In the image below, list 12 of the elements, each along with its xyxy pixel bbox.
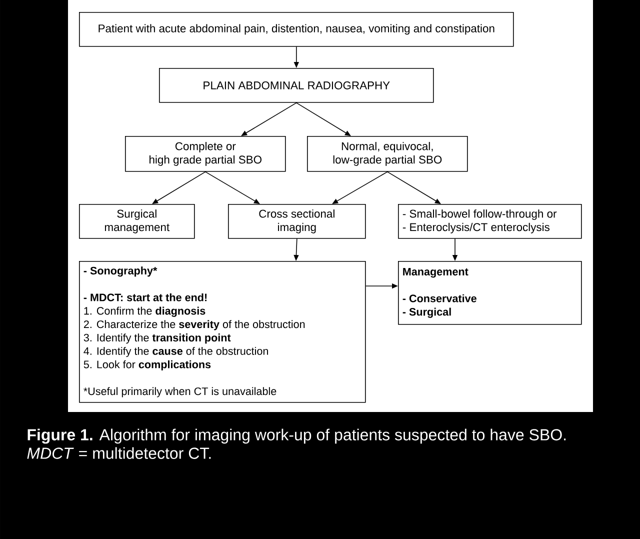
process-box: PLAIN ABDOMINAL RADIOGRAPHY bbox=[159, 68, 434, 103]
process-box: Complete or high grade partial SBO bbox=[125, 136, 286, 172]
process-box: - Small-bowel follow-through or - Enteroclysis/CT enteroclysis bbox=[398, 204, 582, 239]
process-box: Surgical management bbox=[79, 204, 195, 239]
arrow bbox=[387, 171, 441, 204]
figure-caption: Figure 1. Algorithm for imaging work-up of patients suspected to have SBO. MDCT = multidetector CT. bbox=[27, 428, 566, 459]
process-box: Normal, equivocal, low-grade partial SBO bbox=[307, 136, 468, 172]
process-box: - Sonography* - MDCT: start at the end! 1. Confirm the diagnosis 2. Characterize the severity of the obstruction 3. Identify the transition point 4. Identify the cause of the obstruction 5. Look for complications *Useful primarily when CT is unavailable bbox=[79, 261, 366, 403]
process-box: Management - Conservative - Surgical bbox=[398, 261, 582, 325]
process-box: Cross sectional imaging bbox=[228, 204, 366, 239]
process-box: Patient with acute abdominal pain, distention, nausea, vomiting and constipation bbox=[79, 12, 514, 47]
arrow bbox=[296, 102, 351, 136]
